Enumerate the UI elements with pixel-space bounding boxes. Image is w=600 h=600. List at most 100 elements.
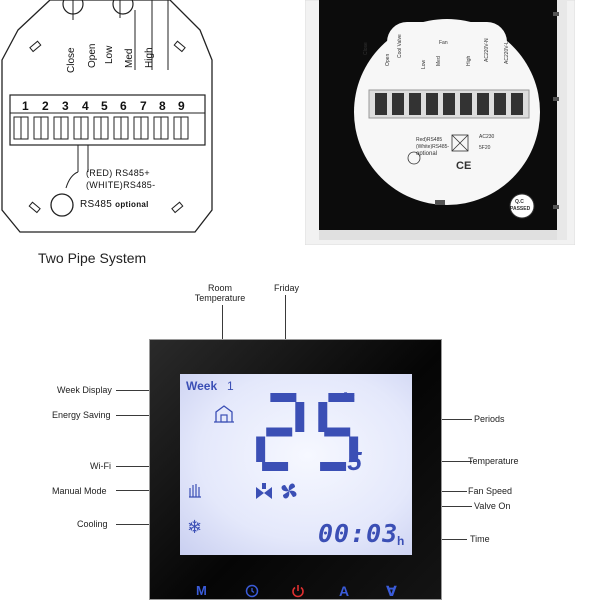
temperature-unit: °c: [343, 389, 355, 404]
time-display: 00:03: [318, 519, 399, 548]
manual-mode-icon: [189, 484, 201, 498]
back-terminal: [392, 93, 404, 115]
callout-valve-on: Valve On: [474, 501, 511, 511]
time-unit: h: [397, 534, 405, 548]
digit-segment: [349, 436, 359, 462]
bp-rs485-c: optional: [416, 151, 438, 157]
bp-rs485-a: Red)RS485: [416, 137, 443, 143]
week-label: Week: [186, 379, 218, 393]
back-terminal: [409, 93, 421, 115]
callout-line-manual-mode: [116, 490, 151, 491]
callout-line-temperature: [442, 461, 472, 462]
callout-line-wifi: [116, 466, 151, 467]
ce-mark: CE: [456, 160, 472, 172]
callout-line-cooling: [116, 524, 151, 525]
label-low: Low: [104, 45, 115, 64]
back-terminal: [375, 93, 387, 115]
down-button[interactable]: ∀: [386, 583, 397, 599]
callout-line-periods: [442, 419, 472, 420]
callout-line-fan-speed: [442, 491, 467, 492]
label-med: Med: [124, 48, 135, 68]
mode-button[interactable]: M: [196, 583, 207, 598]
back-terminal: [477, 93, 489, 115]
fan-icon: [281, 483, 297, 499]
callout-energy-saving: Energy Saving: [52, 410, 111, 420]
up-button[interactable]: A: [339, 583, 350, 599]
two-pipe-caption: Two Pipe System: [38, 250, 147, 266]
rs485-red-label: (RED) RS485+: [86, 168, 150, 178]
digit-segment: [266, 427, 293, 437]
bp-spec-b: 5F20: [479, 145, 491, 151]
rs485-white-label: (WHITE)RS485-: [86, 180, 156, 190]
rs485-optional-label: RS485 optional: [80, 199, 149, 210]
callout-wifi: Wi-Fi: [90, 461, 111, 471]
callout-line-room-temperature: [222, 305, 223, 339]
callout-time: Time: [470, 534, 490, 544]
wiring-outline: [1, 0, 213, 233]
digit-segment: [324, 427, 351, 437]
label-open: Open: [87, 43, 98, 68]
bp-label-high: High: [466, 55, 472, 66]
bp-label-open: Open: [385, 53, 391, 66]
valve-icon: [256, 483, 272, 499]
bp-rs485-b: (White)RS485-: [416, 144, 450, 150]
bp-label-cool-valve: Cool Valve: [397, 34, 403, 58]
digit-segment: [270, 393, 297, 402]
terminal-number: 3: [62, 99, 69, 113]
callout-line-week-display: [116, 390, 151, 391]
bp-label-ac220v-n: AC220V-N: [484, 38, 490, 62]
power-button[interactable]: [290, 583, 306, 599]
back-photo-drawing: [304, 0, 576, 246]
terminal-number: 9: [178, 99, 185, 113]
label-close: Close: [66, 47, 77, 73]
callout-friday: Friday: [274, 283, 300, 293]
callout-line-time: [442, 539, 467, 540]
digit-segment: [328, 393, 355, 402]
label-high: High: [144, 47, 155, 68]
qc-stamp-b: PASSED: [510, 206, 531, 212]
energy-saving-icon: [214, 405, 234, 423]
callout-fan-speed: Fan Speed: [468, 486, 513, 496]
terminal-number: 2: [42, 99, 49, 113]
terminal-number: 8: [159, 99, 166, 113]
bp-label-ac220v-l: AC220V-L: [504, 41, 510, 64]
digit-segment: [295, 402, 305, 432]
digit-segment: [318, 402, 328, 432]
callout-week-display: Week Display: [57, 385, 112, 395]
temperature-digits: [256, 393, 359, 471]
digit-segment: [320, 462, 347, 471]
back-terminal: [460, 93, 472, 115]
callout-line-friday: [285, 295, 286, 339]
back-terminal: [443, 93, 455, 115]
bp-label-close: Close: [363, 42, 369, 55]
terminal-number: 1: [22, 99, 29, 113]
callout-periods: Periods: [474, 414, 505, 424]
valve-fan-icons: [256, 483, 297, 499]
back-terminal: [426, 93, 438, 115]
callout-line-valve-on: [442, 506, 472, 507]
week-number: 1: [227, 379, 234, 393]
callout-temperature: Temperature: [468, 456, 519, 466]
callout-manual-mode: Manual Mode: [52, 486, 107, 496]
cooling-snowflake-icon: ❄: [187, 517, 203, 537]
callout-line-energy-saving: [116, 415, 151, 416]
digit-segment: [256, 436, 266, 462]
bp-label-fan: Fan: [439, 40, 448, 46]
bp-label-med: Med: [436, 56, 442, 66]
thermostat-back-photo: Close Open Cool Valve Low Med High AC220…: [304, 0, 576, 246]
back-terminal: [494, 93, 506, 115]
terminal-number: 5: [101, 99, 108, 113]
terminal-number: 7: [140, 99, 147, 113]
callout-room-temperature: Room Temperature: [194, 283, 246, 303]
bp-label-low: Low: [421, 59, 427, 69]
digit-segment: [262, 462, 289, 471]
qc-stamp-a: Q.C: [515, 199, 524, 205]
temperature-decimal: .5: [340, 446, 362, 476]
callout-cooling: Cooling: [77, 519, 108, 529]
wiring-diagram: Close Open Low Med High 1 2 3 4 5 6 7 8 …: [0, 0, 215, 240]
terminal-number: 4: [82, 99, 89, 113]
terminal-number: 6: [120, 99, 127, 113]
back-terminal: [511, 93, 523, 115]
bp-spec-a: AC230: [479, 134, 495, 140]
clock-button[interactable]: [244, 583, 260, 599]
